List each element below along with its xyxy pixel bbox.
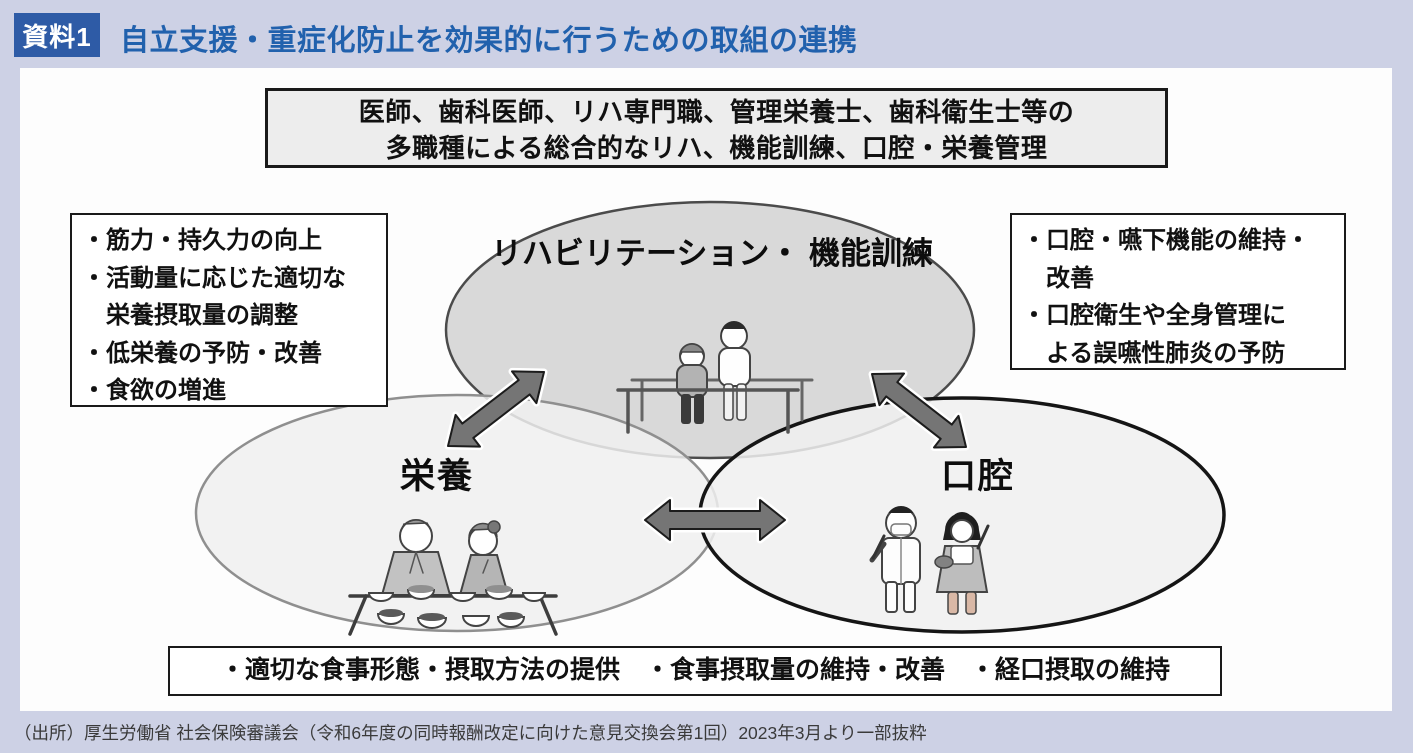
nutrition-rehab-arrow: [447, 370, 545, 448]
nutrition-oral-arrow: [644, 499, 786, 541]
rehab-ellipse: [444, 200, 976, 460]
multidisciplinary-care-box: 医師、歯科医師、リハ専門職、管理栄養士、歯科衛生士等の 多職種による総合的なリハ…: [265, 88, 1168, 168]
rehab-ellipse-label: リハビリテーション・ 機能訓練: [491, 236, 933, 271]
nutrition-ellipse-label: 栄養: [399, 457, 475, 496]
oral-effects-box: ・口腔・嚥下機能の維持・ 改善 ・口腔衛生や全身管理に よる誤嚥性肺炎の予防: [1010, 213, 1346, 370]
oral-ellipse-label: 口腔: [940, 457, 1016, 496]
nutrition-effects-box: ・筋力・持久力の向上 ・活動量に応じた適切な 栄養摂取量の調整 ・低栄養の予防・…: [70, 213, 388, 407]
elderly-eating-illustration: [348, 519, 558, 636]
material-number-badge: 資料1: [14, 13, 100, 57]
page-title: 自立支援・重症化防止を効果的に行うための取組の連携: [120, 25, 858, 57]
venn-diagram: [194, 200, 1226, 636]
rehab-oral-arrow: [871, 372, 967, 449]
dental-staff-illustration: [869, 506, 990, 615]
rehab-training-illustration: [616, 321, 814, 434]
meal-support-box: ・適切な食事形態・摂取方法の提供 ・食事摂取量の維持・改善 ・経口摂取の維持: [168, 646, 1222, 696]
badge-label: 資料1: [22, 21, 92, 52]
source-citation: （出所）厚生労働省 社会保険審議会（令和6年度の同時報酬改定に向けた意見交換会第…: [14, 723, 927, 743]
